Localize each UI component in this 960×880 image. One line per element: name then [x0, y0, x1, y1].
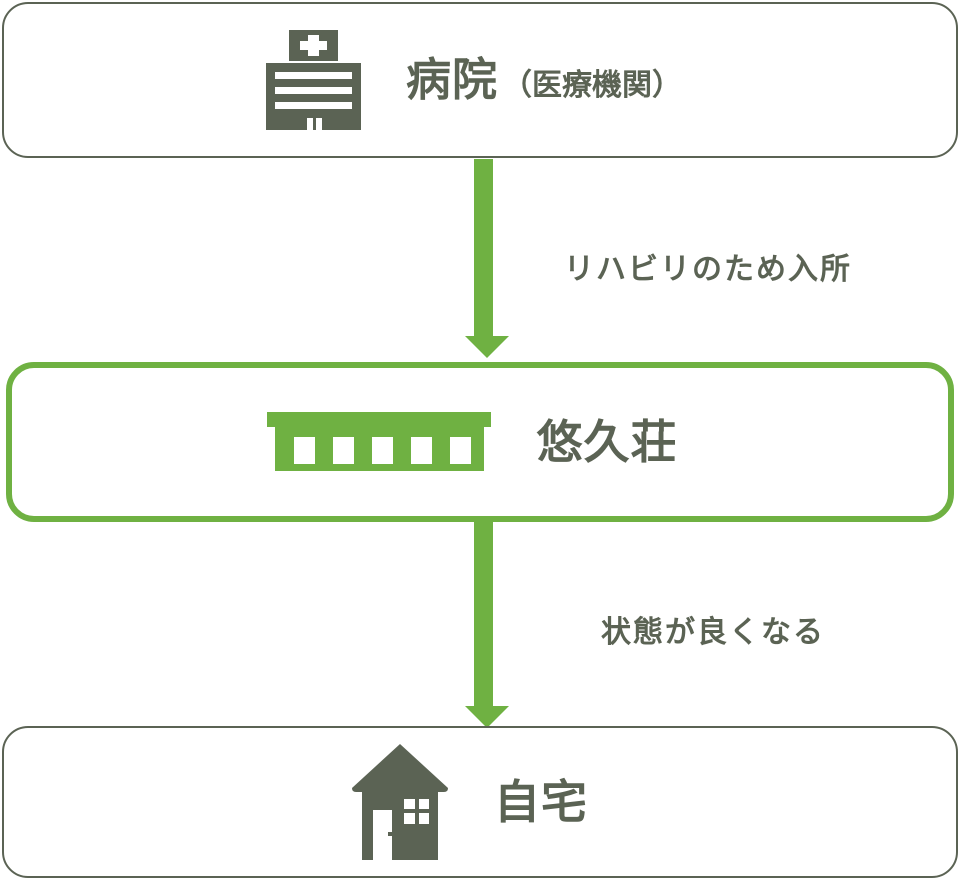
node-facility[interactable]: 悠久荘: [6, 362, 954, 522]
arrow-hospital-to-facility: [465, 159, 509, 359]
node-hospital[interactable]: 病院 （医療機関）: [2, 2, 958, 158]
arrow-head-down-icon: [465, 706, 509, 728]
edge-label-facility-to-home: 状態が良くなる: [601, 616, 825, 649]
house-icon: [352, 744, 448, 860]
hospital-icon: [265, 30, 362, 130]
arrow-head-down-icon: [465, 336, 509, 358]
care-facility-icon: [266, 412, 491, 472]
node-home-content: 自宅: [352, 744, 588, 860]
node-hospital-content: 病院 （医療機関）: [265, 30, 682, 130]
node-hospital-label-row: 病院 （医療機関）: [406, 57, 682, 104]
node-hospital-sublabel: （医療機関）: [502, 68, 682, 102]
arrow-shaft: [474, 521, 493, 707]
arrow-facility-to-home: [465, 521, 509, 729]
edge-label-hospital-to-facility: リハビリのため入所: [564, 253, 852, 286]
node-hospital-label: 病院: [405, 53, 498, 105]
node-home[interactable]: 自宅: [2, 726, 958, 878]
node-home-label: 自宅: [494, 776, 588, 828]
node-facility-content: 悠久荘: [266, 412, 678, 472]
node-facility-label: 悠久荘: [536, 416, 678, 468]
arrow-shaft: [474, 159, 493, 337]
